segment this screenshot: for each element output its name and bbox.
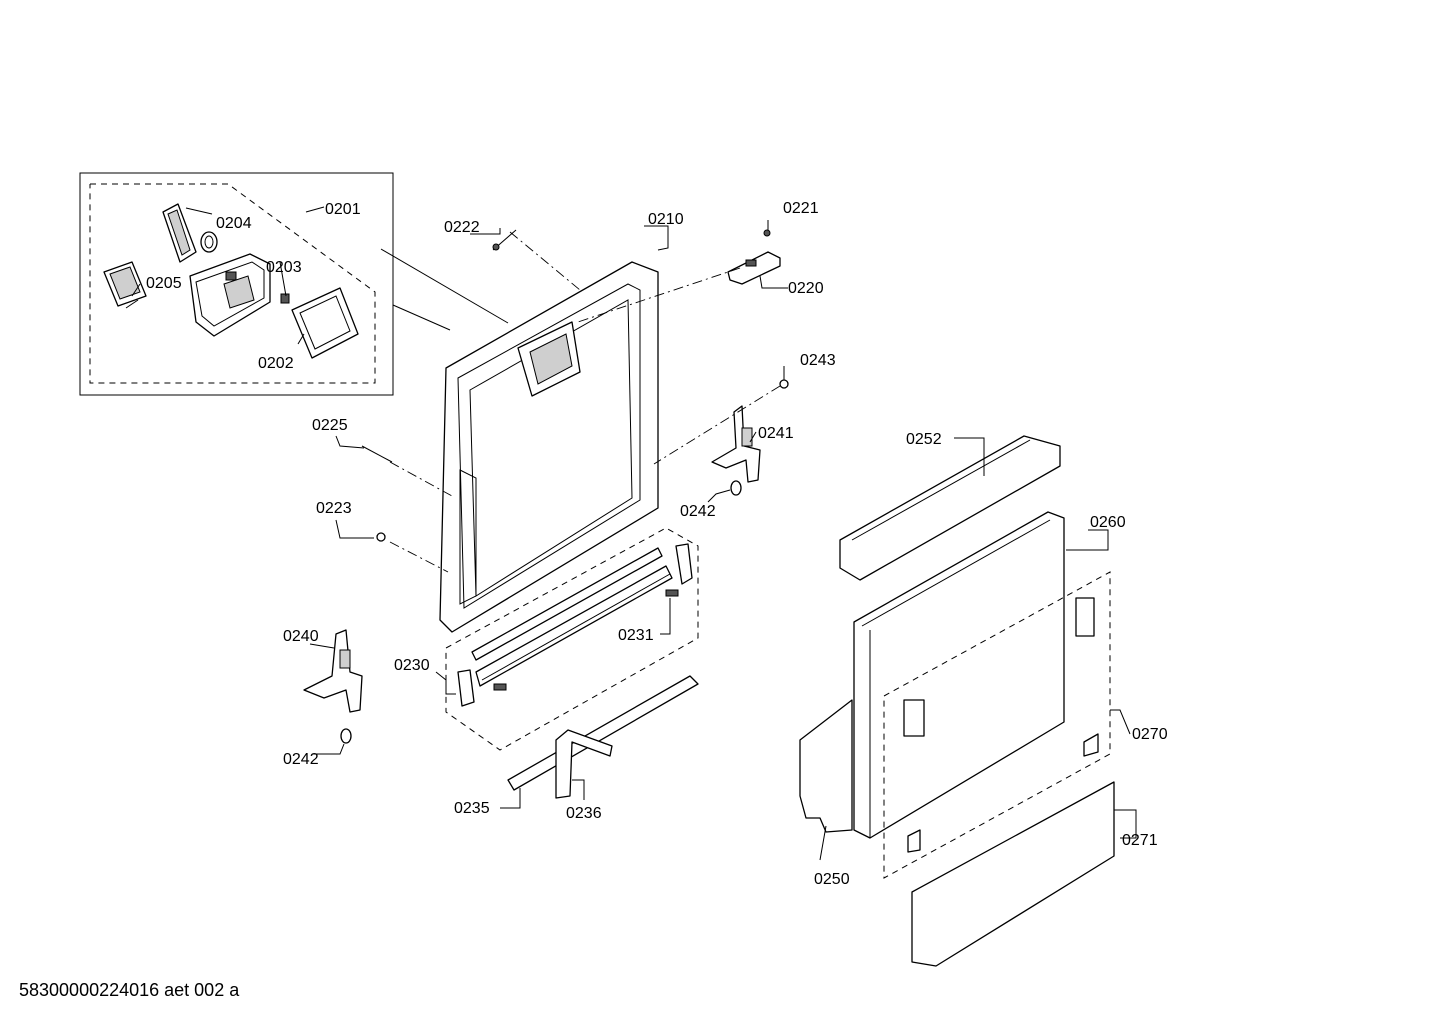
label-0260: 0260 — [1090, 514, 1126, 531]
alignment-lines — [389, 231, 781, 573]
label-0235: 0235 — [454, 800, 490, 817]
part-0271-kick-plate — [911, 781, 1115, 967]
label-0201: 0201 — [325, 201, 361, 218]
label-0202: 0202 — [258, 355, 294, 372]
label-0242-upper: 0242 — [680, 503, 716, 520]
label-0231: 0231 — [618, 627, 654, 644]
part-0202 — [291, 287, 359, 359]
part-0222 — [492, 229, 517, 251]
label-0223: 0223 — [316, 500, 352, 517]
part-0210-inner-door — [439, 261, 659, 633]
label-0210: 0210 — [648, 211, 684, 228]
label-0241: 0241 — [758, 425, 794, 442]
part-0225-0223-screws — [361, 445, 393, 542]
part-labels: 0201 0202 0203 0204 0205 0210 0220 0221 … — [146, 200, 1168, 888]
control-module — [189, 253, 271, 337]
label-0243: 0243 — [800, 352, 836, 369]
leader-lines — [131, 206, 1137, 861]
part-0252-handle-bar — [839, 435, 1061, 581]
part-0205 — [103, 261, 147, 309]
label-0242-lower: 0242 — [283, 751, 319, 768]
part-0220-0221 — [727, 229, 781, 285]
label-0204: 0204 — [216, 215, 252, 232]
part-0204 — [162, 203, 218, 263]
label-0270: 0270 — [1132, 726, 1168, 743]
label-0225: 0225 — [312, 417, 348, 434]
part-0203 — [280, 293, 290, 304]
label-0221: 0221 — [783, 200, 819, 217]
label-0252: 0252 — [906, 431, 942, 448]
label-0205: 0205 — [146, 275, 182, 292]
part-0240-hinge — [303, 629, 363, 744]
inset-detail-box — [79, 172, 509, 396]
label-0236: 0236 — [566, 805, 602, 822]
part-0260-front-panel — [853, 511, 1065, 839]
label-0271: 0271 — [1122, 832, 1158, 849]
part-0270-dashed-outline — [883, 571, 1111, 879]
label-0240: 0240 — [283, 628, 319, 645]
label-0222: 0222 — [444, 219, 480, 236]
label-0250: 0250 — [814, 871, 850, 888]
label-0203: 0203 — [266, 259, 302, 276]
document-code: 58300000224016 aet 002 a — [19, 980, 240, 1000]
label-0220: 0220 — [788, 280, 824, 297]
rail-assembly-group — [445, 527, 699, 751]
label-0230: 0230 — [394, 657, 430, 674]
part-0250-side-panel — [799, 699, 853, 833]
part-0235-0236 — [507, 675, 699, 799]
